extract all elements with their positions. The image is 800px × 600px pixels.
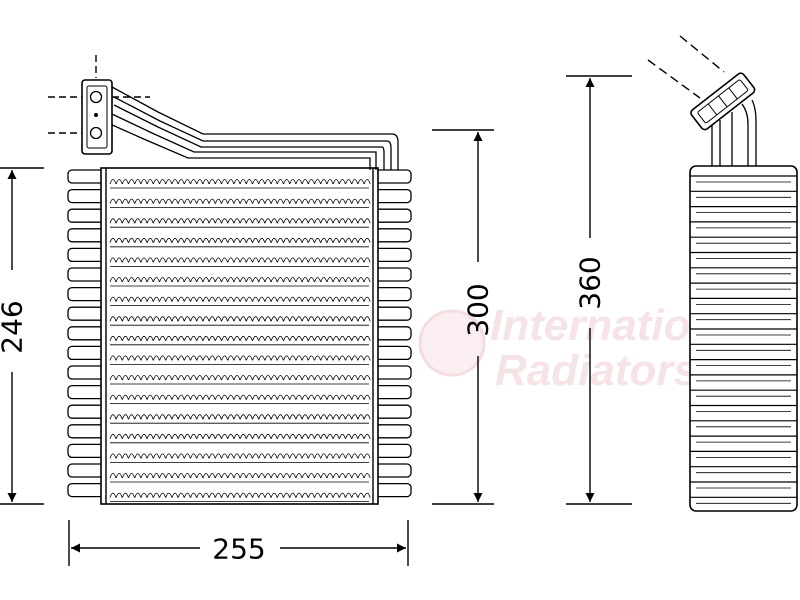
dimension-300: 300: [432, 129, 495, 505]
refrigerant-pipes: [109, 86, 399, 170]
side-center-line-2: [679, 35, 725, 73]
coil-row: [109, 179, 371, 185]
coil-row: [109, 257, 371, 263]
dimension-360: 360: [566, 75, 632, 505]
coil-row: [109, 316, 371, 322]
front-view: [48, 55, 412, 505]
side-view: [647, 35, 798, 512]
coil-row: [109, 198, 371, 204]
coil-row: [109, 296, 371, 302]
coil-row: [109, 218, 371, 224]
coil-row: [109, 414, 371, 420]
coil-row: [109, 473, 371, 479]
coil-row: [109, 492, 371, 498]
coil-row: [109, 394, 371, 400]
side-core-body: [689, 165, 798, 512]
coil-pattern: [109, 179, 371, 503]
coil-row: [109, 453, 371, 459]
side-pipes: [711, 99, 757, 168]
coil-row: [109, 355, 371, 361]
dimension-246: 246: [0, 167, 44, 505]
core-body: [100, 167, 379, 505]
coil-row: [109, 375, 371, 381]
dimension-360-label: 360: [574, 256, 607, 309]
dimension-255-label: 255: [212, 533, 265, 566]
side-flange: [690, 72, 756, 131]
dimension-246-label: 246: [0, 300, 29, 353]
dimension-300-label: 300: [462, 283, 495, 336]
connector-flange: [48, 55, 150, 155]
side-fin-lines: [690, 175, 797, 504]
coil-row: [109, 433, 371, 439]
coil-row: [109, 237, 371, 243]
coil-row: [109, 277, 371, 283]
watermark-logo: [418, 309, 486, 377]
side-center-line-1: [647, 59, 701, 99]
watermark-line-2: Radiators: [495, 346, 698, 395]
coil-row: [109, 335, 371, 341]
dimension-255: 255: [68, 520, 409, 566]
